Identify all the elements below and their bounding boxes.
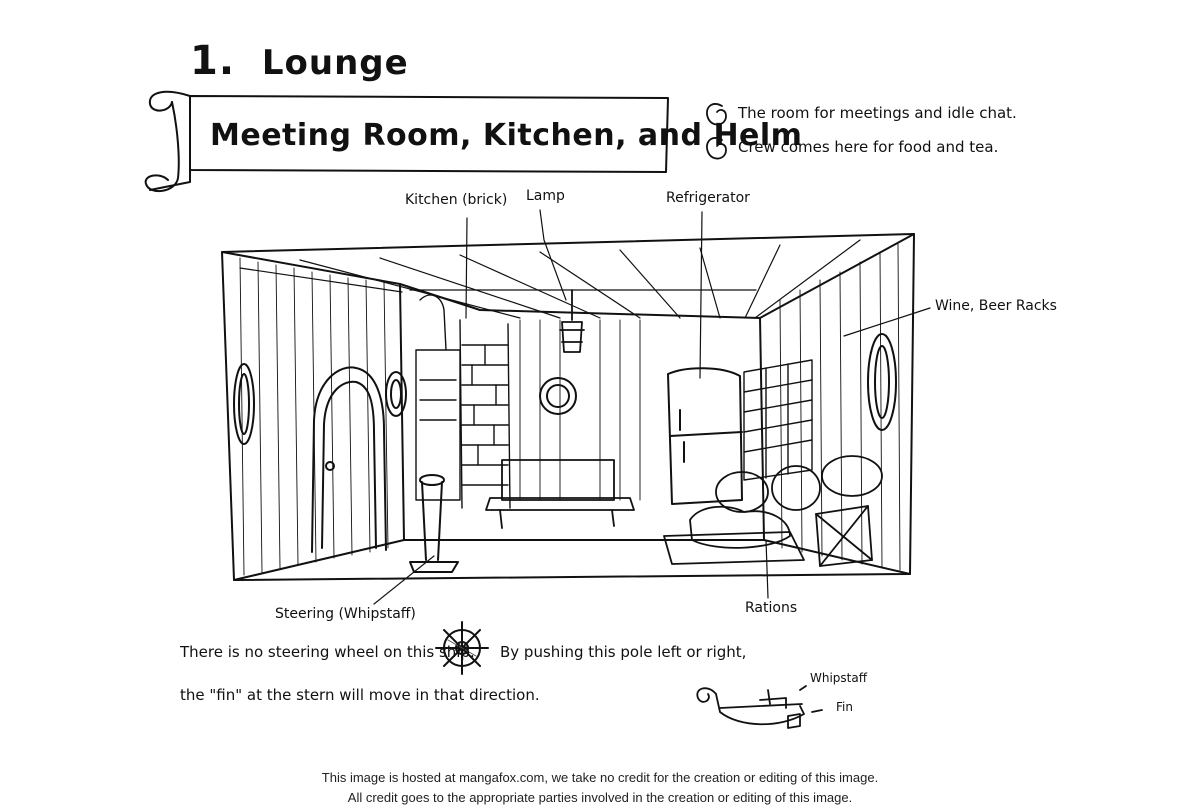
brick-kitchen bbox=[415, 294, 511, 509]
pointer-lines bbox=[373, 209, 931, 605]
label-refrigerator: Refrigerator bbox=[666, 190, 750, 206]
banner-scroll bbox=[144, 90, 669, 193]
label-lamp: Lamp bbox=[526, 188, 565, 204]
bullet-item: Crew comes here for food and tea. bbox=[738, 138, 999, 156]
label-kitchen: Kitchen (brick) bbox=[405, 192, 508, 208]
rations bbox=[663, 455, 883, 567]
ship-diagram bbox=[696, 685, 823, 729]
bench bbox=[485, 459, 635, 529]
spiral-icon bbox=[706, 103, 727, 160]
ceiling-beams bbox=[239, 239, 861, 319]
label-whipstaff: Whipstaff bbox=[810, 671, 867, 685]
porthole bbox=[233, 333, 897, 445]
label-steering: Steering (Whipstaff) bbox=[275, 606, 416, 622]
wine-racks bbox=[743, 359, 813, 481]
arched-door bbox=[311, 366, 387, 553]
banner-text: Meeting Room, Kitchen, and Helm bbox=[210, 118, 803, 153]
note-line-2: By pushing this pole left or right, bbox=[500, 643, 747, 661]
section-number: 1. bbox=[190, 38, 236, 84]
label-wine-racks: Wine, Beer Racks bbox=[935, 298, 1057, 314]
whipstaff-pole bbox=[409, 474, 459, 573]
lamp bbox=[559, 289, 585, 353]
refrigerator bbox=[667, 367, 743, 505]
page-title: 1. Lounge bbox=[190, 38, 409, 84]
footer-line-2: All credit goes to the appropriate parti… bbox=[347, 790, 853, 805]
label-fin: Fin bbox=[836, 700, 853, 714]
ship-wheel-icon bbox=[435, 621, 489, 675]
label-rations: Rations bbox=[745, 600, 798, 616]
footer-line-1: This image is hosted at mangafox.com, we… bbox=[321, 770, 879, 785]
note-line-3: the "fin" at the stern will move in that… bbox=[180, 686, 540, 704]
section-title: Lounge bbox=[261, 43, 409, 83]
note-line-1: There is no steering wheel on this ship. bbox=[180, 643, 475, 661]
room-frame bbox=[221, 233, 915, 581]
bullet-item: The room for meetings and idle chat. bbox=[738, 104, 1017, 122]
